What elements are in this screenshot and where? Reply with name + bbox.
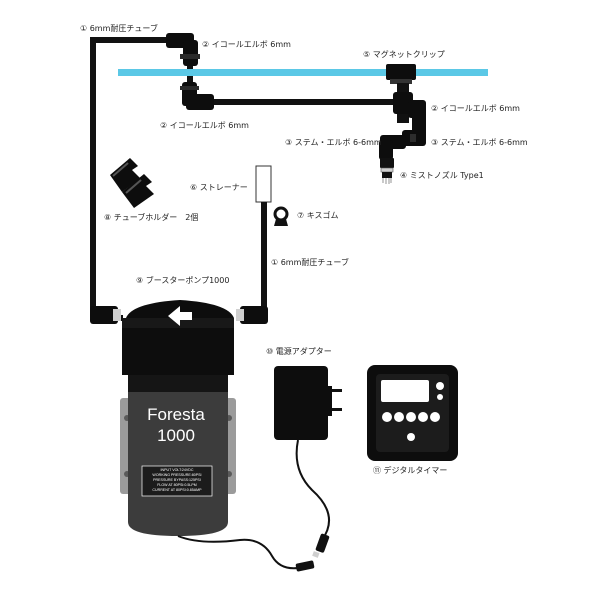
stem-elbow-right	[402, 130, 426, 146]
timer-button	[430, 412, 440, 422]
label-tube-right: ① 6mm耐圧チューブ	[271, 258, 349, 267]
tube-holder-lower	[122, 174, 154, 208]
spec-line: CURRENT AT 80PSI:0.85AMP	[152, 488, 202, 492]
spec-line: INPUT VOLT:24VDC	[160, 468, 194, 472]
power-adapter	[274, 366, 342, 440]
stem-elbow-left	[379, 135, 406, 160]
label-stem-elbow-right: ③ ステム・エルボ 6-6mm	[431, 138, 528, 147]
timer-button	[394, 412, 404, 422]
label-elbow-mid-left: ② イコールエルボ 6mm	[160, 121, 249, 130]
left-arrow-icon	[168, 306, 192, 326]
power-cable	[177, 439, 331, 570]
dc-connector	[295, 533, 330, 572]
label-strainer: ⑥ ストレーナー	[190, 183, 248, 192]
mist-nozzle	[380, 158, 394, 184]
label-elbow-top: ② イコールエルボ 6mm	[202, 40, 291, 49]
label-power-adapter: ⑩ 電源アダプター	[266, 347, 332, 356]
label-digital-timer: ⑪ デジタルタイマー	[373, 466, 448, 475]
elbow-mid-left	[180, 82, 214, 110]
spec-line: WORKING PRESSURE:80PSI	[152, 473, 202, 477]
pump-model: 1000	[157, 426, 195, 445]
timer-button	[418, 412, 428, 422]
pump-brand-block: Foresta 1000	[120, 404, 232, 446]
timer-button	[406, 412, 416, 422]
strainer	[255, 165, 272, 208]
elbow-top	[166, 33, 200, 66]
spec-line: FLOW AT 80PSI:0.5LPM	[157, 483, 197, 487]
label-mist-nozzle: ④ ミストノズル Type1	[400, 171, 484, 180]
label-kiss-rubber: ⑦ キスゴム	[297, 211, 339, 220]
timer-display	[381, 380, 429, 402]
digital-timer	[367, 365, 458, 461]
magnet-clip	[386, 64, 416, 84]
elbow-mid-right	[393, 83, 426, 138]
spec-plate	[141, 465, 213, 497]
booster-pump	[90, 300, 268, 536]
pump-brand: Foresta	[147, 405, 205, 424]
label-booster-pump: ⑨ ブースターポンプ1000	[136, 276, 230, 285]
label-stem-elbow-left: ③ ステム・エルボ 6-6mm	[285, 138, 382, 147]
label-tube-holder: ⑧ チューブホルダー 2個	[104, 213, 199, 222]
label-magnet-clip: ⑤ マグネットクリップ	[363, 50, 445, 59]
pump-spec-text: INPUT VOLT:24VDC WORKING PRESSURE:80PSI …	[142, 468, 212, 493]
kiss-rubber	[273, 206, 289, 226]
label-tube-top: ① 6mm耐圧チューブ	[80, 24, 158, 33]
pump-body	[128, 392, 228, 536]
timer-button	[382, 412, 392, 422]
mounting-rail	[118, 69, 488, 76]
label-elbow-mid-right: ② イコールエルボ 6mm	[431, 104, 520, 113]
spec-line: PRESSURE BYPASS:125PSI	[153, 478, 201, 482]
tube-left-main	[90, 37, 183, 308]
